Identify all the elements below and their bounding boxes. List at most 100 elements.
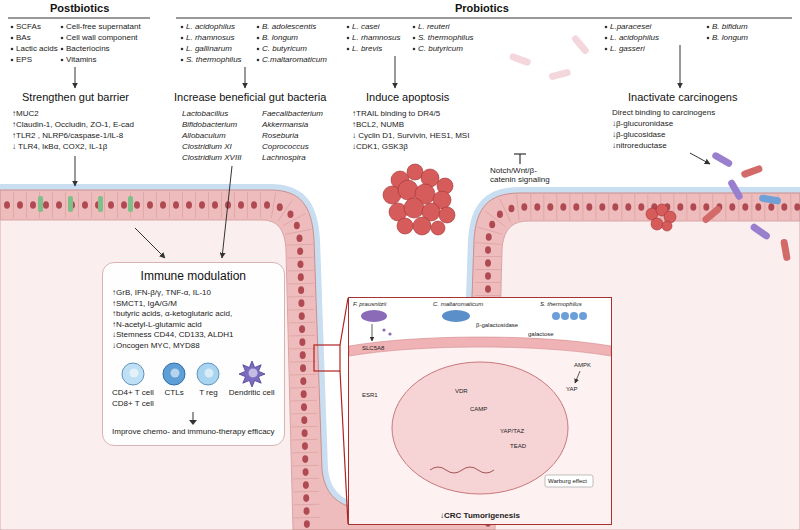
arrow — [193, 412, 194, 420]
epithelial-cell — [742, 203, 748, 211]
epithelial-cell — [108, 201, 114, 209]
epithelial-cell — [260, 192, 261, 218]
mechanism-heading: Strengthen gut barrier — [22, 91, 129, 104]
cell-guide — [0, 205, 307, 530]
epithelial-cell — [208, 192, 209, 218]
inset-illustration — [372, 324, 373, 341]
epithelial-cell — [287, 210, 293, 218]
epithelial-cell — [288, 283, 314, 285]
epithelial-cell — [43, 201, 49, 209]
species-name: L. gallinarum — [186, 44, 232, 53]
epithelial-cell — [277, 203, 283, 211]
epithelial-cell — [686, 194, 687, 220]
inset-illustration — [349, 343, 611, 524]
inset-illustration — [388, 332, 391, 335]
tumor-cluster — [398, 180, 418, 200]
list-item: SCFAs — [16, 22, 41, 31]
molecule-label: AMPK — [574, 362, 591, 369]
epithelial-cell — [238, 201, 244, 209]
epithelial-cell — [298, 273, 304, 281]
epithelial-cell — [530, 194, 531, 220]
bullet-dot — [605, 37, 608, 40]
list-item: EPS — [16, 55, 32, 64]
epithelial-cell — [298, 299, 304, 307]
inset-illustration — [579, 312, 587, 320]
epithelial-cell — [121, 201, 127, 209]
bracket-line — [8, 18, 150, 19]
epithelial-cell — [290, 348, 316, 350]
epithelial-cell — [303, 481, 309, 489]
epithelial-cell — [293, 491, 319, 493]
bullet-dot — [413, 26, 416, 29]
epithelial-cell — [794, 203, 800, 211]
species-name: C.maltaromaticum — [262, 55, 327, 64]
tight-junction — [98, 196, 103, 212]
epithelial-cell — [221, 192, 222, 218]
epithelial-cell — [703, 203, 709, 211]
tumor-cluster — [404, 198, 424, 218]
arrow — [75, 156, 76, 186]
inset-illustration — [545, 475, 593, 487]
bacterium-name: C. maltaromaticum — [433, 301, 483, 308]
effect-item: ↑Claudin-1, Occludin, ZO-1, E-cad — [12, 120, 134, 129]
bacterium-rod — [548, 68, 571, 80]
tumor-cluster — [383, 164, 455, 235]
tumor-cluster — [646, 204, 676, 231]
epithelial-cell — [475, 282, 501, 283]
species-name: L. acidophilus — [610, 33, 659, 42]
effect-item: ↓CDK1, GSK3β — [352, 142, 408, 151]
bullet-dot — [11, 26, 14, 29]
zoom-marker — [314, 298, 348, 524]
bacterium-rod — [711, 151, 734, 168]
bullet-dot — [11, 59, 14, 62]
epithelial-cell — [517, 194, 520, 220]
list-item: ↑butyric acids, α-ketoglutaric acid, — [112, 309, 275, 320]
effect-item: ↓β-glucuronidase — [612, 119, 673, 128]
epithelial-cell — [291, 400, 317, 402]
epithelial-cell — [278, 199, 293, 220]
epithelial-cell — [486, 233, 492, 241]
epithelial-cell — [287, 244, 313, 246]
species-name: C. butyricum — [262, 44, 307, 53]
effect-item: ↑TRAIL binding to DR4/5 — [352, 109, 440, 118]
epithelial-cell — [288, 270, 314, 272]
epithelial-cell — [13, 192, 14, 218]
epithelial-cell — [595, 194, 596, 220]
species-name: B. adolescentis — [262, 22, 316, 31]
genus-name: Lactobacillus — [182, 109, 228, 118]
effect-item: ↑BCL2, NUMB — [352, 120, 404, 129]
tumor-cluster — [413, 217, 431, 235]
epithelial-cell — [790, 194, 791, 220]
list-item: ↑N-acetyl-L-glutamic acid — [112, 320, 275, 331]
bullet-dot — [413, 48, 416, 51]
epithelial-cell — [292, 465, 318, 467]
bacterium-rod — [509, 34, 791, 261]
bracket-line — [176, 18, 792, 19]
epithelial-cell — [26, 192, 27, 218]
effect-item: ↑TLR2 , NLRP6/caspase-1/IL-8 — [12, 131, 123, 140]
epithelial-cell — [690, 203, 696, 211]
epithelial-cell — [291, 387, 317, 389]
epithelial-cell — [699, 194, 700, 220]
ctl-cell: CTLs — [160, 360, 188, 399]
epithelial-cell — [299, 325, 305, 333]
epithelial-cell — [199, 201, 205, 209]
epithelial-cell — [300, 364, 306, 372]
species-name: L.paracesei — [610, 22, 651, 31]
epithelial-cell — [289, 335, 315, 337]
tight-junction — [68, 196, 73, 212]
cell-icon — [194, 360, 222, 388]
epithelial-cell — [291, 413, 317, 415]
epithelial-cell — [304, 520, 310, 528]
bullet-dot — [347, 48, 350, 51]
cell-icon — [197, 363, 219, 385]
epithelial-cell — [534, 203, 540, 211]
epithelial-cell — [485, 246, 491, 254]
arrow — [395, 56, 396, 88]
cell-icon — [238, 360, 266, 388]
epithelial-cell — [78, 192, 79, 218]
epithelial-cell — [677, 203, 683, 211]
epithelial-cell — [173, 201, 179, 209]
epithelial-cell — [485, 259, 491, 267]
